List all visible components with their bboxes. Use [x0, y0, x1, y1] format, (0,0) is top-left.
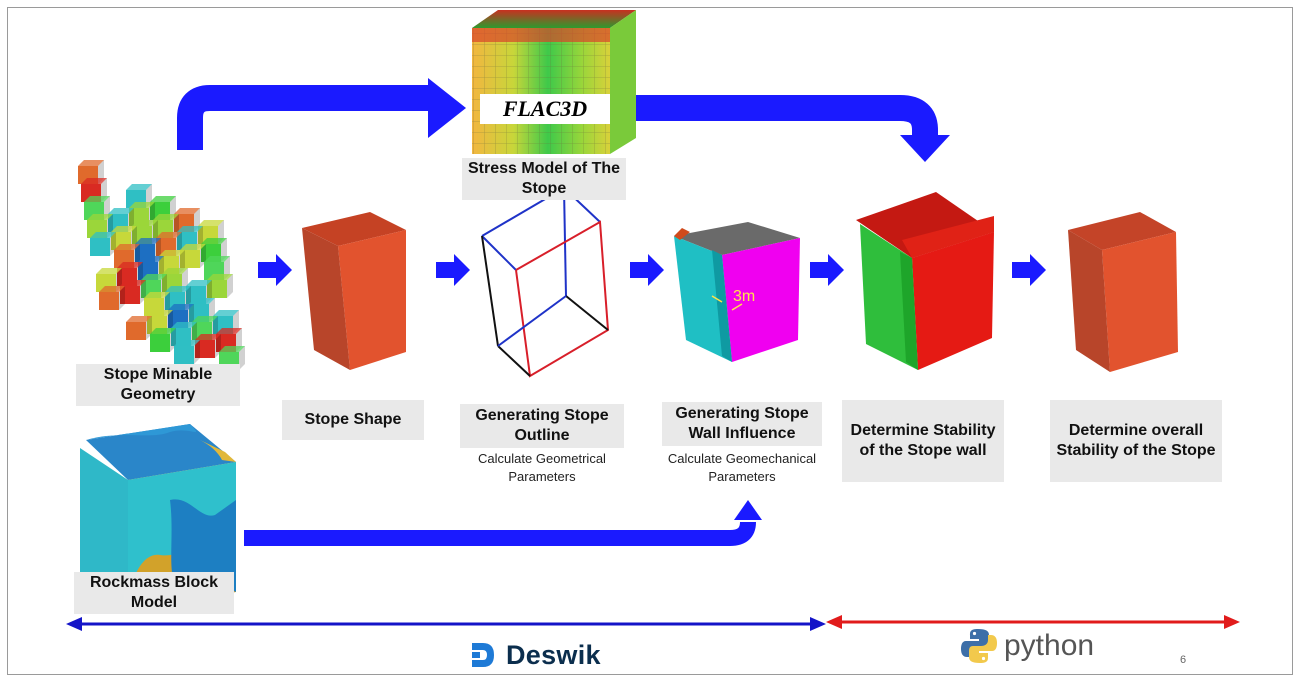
stope-outline-image [481, 186, 610, 378]
rockmass-block-model-label: Rockmass Block Model [74, 572, 234, 614]
deswik-text: Deswik [506, 639, 601, 670]
generating-outline-subtitle: Calculate Geometrical Parameters [478, 451, 606, 484]
bent-arrow-to-flac [177, 78, 466, 150]
stope-minable-geometry-image [78, 160, 245, 370]
python-text: python [1004, 629, 1095, 662]
stress-model-label: Stress Model of The Stope [462, 158, 626, 200]
flow-arrow-4 [810, 254, 844, 286]
deswik-logo-icon [472, 643, 494, 667]
flac3d-stress-model-image [472, 10, 636, 154]
python-logo-icon [961, 629, 997, 663]
stope-wall-influence-image [674, 222, 800, 362]
flow-arrow-5 [1012, 254, 1046, 286]
overall-stability-label: Determine overall Stability of the Stope [1050, 400, 1222, 482]
stope-shape-image [302, 212, 406, 370]
slide-frame [7, 7, 1293, 675]
flac3d-label: FLAC3D [480, 94, 610, 124]
stope-wall-stability-label: Determine Stability of the Stope wall [842, 400, 1004, 482]
wall-offset-label: 3m [733, 288, 756, 305]
flow-arrow-3 [630, 254, 664, 286]
python-brand: python [960, 626, 1094, 666]
generating-outline-label: Generating Stope Outline [460, 404, 624, 448]
stope-wall-stability-image [856, 192, 994, 370]
flow-arrows [258, 254, 1046, 286]
flow-arrow-1 [258, 254, 292, 286]
bent-arrow-from-rockmass [244, 500, 762, 546]
deswik-range-line [66, 617, 826, 631]
stope-minable-geometry-label: Stope Minable Geometry [76, 364, 240, 406]
flow-arrow-2 [436, 254, 470, 286]
stope-shape-label: Stope Shape [282, 400, 424, 440]
generating-wall-influence-label: Generating Stope Wall Influence [662, 402, 822, 446]
deswik-brand: Deswik [470, 639, 601, 671]
bent-arrow-from-flac [636, 95, 950, 162]
python-range-line [826, 615, 1240, 629]
page-number: 6 [1180, 654, 1187, 666]
overall-stability-image [1068, 212, 1178, 372]
generating-wall-influence-subtitle: Calculate Geomechanical Parameters [667, 451, 817, 484]
